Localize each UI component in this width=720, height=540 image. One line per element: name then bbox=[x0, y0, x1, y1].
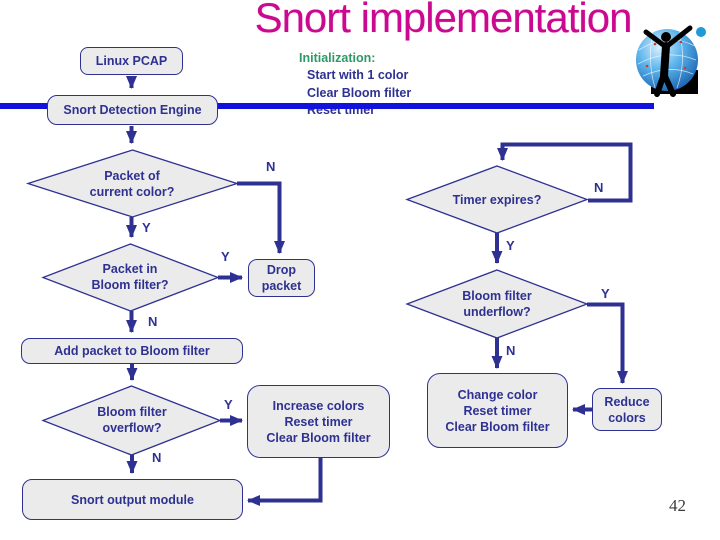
branch-label-y: Y bbox=[221, 249, 230, 264]
decision-bloom-overflow bbox=[41, 385, 222, 456]
node-label: colors bbox=[608, 410, 646, 425]
node-increase-colors: Increase colors Reset timer Clear Bloom … bbox=[247, 385, 390, 458]
node-reduce-colors: Reduce colors bbox=[592, 388, 662, 431]
globe-logo bbox=[636, 25, 706, 97]
branch-label-n: N bbox=[148, 314, 158, 329]
branch-label-n: N bbox=[266, 159, 276, 174]
decision-label-bloom-overflow: Bloom filter overflow? bbox=[52, 396, 212, 444]
decision-line: Timer expires? bbox=[452, 192, 542, 207]
branch-label-n: N bbox=[152, 450, 162, 465]
decision-packet-in-bloom bbox=[41, 243, 220, 312]
decision-label-packet-in-bloom: Packet in Bloom filter? bbox=[50, 253, 210, 301]
init-heading: Initialization: bbox=[299, 51, 376, 65]
branch-label-n: N bbox=[594, 180, 604, 195]
node-label: Clear Bloom filter bbox=[445, 419, 550, 434]
decision-line: Bloom filter bbox=[97, 404, 167, 419]
arrow-increase-to-output bbox=[247, 458, 323, 506]
decision-line: Packet of bbox=[104, 168, 160, 183]
page-number: 42 bbox=[669, 496, 686, 515]
decision-line: Packet in bbox=[102, 261, 158, 276]
node-linux-pcap: Linux PCAP bbox=[80, 47, 183, 75]
arrow-colorcheck-n-to-drop bbox=[237, 181, 285, 254]
decision-line: Bloom filter bbox=[462, 288, 532, 303]
decision-line: overflow? bbox=[102, 421, 162, 435]
node-change-color: Change color Reset timer Clear Bloom fil… bbox=[427, 373, 568, 448]
node-label: Change color bbox=[457, 387, 538, 402]
node-snort-detection-engine: Snort Detection Engine bbox=[47, 95, 218, 125]
init-line: Clear Bloom filter bbox=[307, 85, 412, 100]
accent-rule bbox=[0, 103, 654, 109]
decision-line: Bloom filter? bbox=[91, 278, 169, 292]
figure-silhouette bbox=[643, 25, 693, 97]
branch-label-y: Y bbox=[224, 397, 233, 412]
decision-label-timer-expires: Timer expires? bbox=[417, 188, 577, 212]
decision-label-bloom-underflow: Bloom filter underflow? bbox=[417, 280, 577, 328]
branch-label-y: Y bbox=[142, 220, 151, 235]
branch-label-n: N bbox=[506, 343, 516, 358]
slide-title: Snort implementation bbox=[254, 0, 633, 41]
node-label: Add packet to Bloom filter bbox=[54, 344, 210, 358]
decision-line: current color? bbox=[89, 185, 175, 199]
node-drop-packet: Drop packet bbox=[248, 259, 315, 297]
decision-label-packet-current-color: Packet of current color? bbox=[52, 160, 212, 208]
branch-label-y: Y bbox=[601, 286, 610, 301]
node-add-packet-to-bloom: Add packet to Bloom filter bbox=[21, 338, 243, 364]
branch-label-y: Y bbox=[506, 238, 515, 253]
decision-timer-expires bbox=[405, 165, 589, 234]
logo-satellite-dot bbox=[696, 27, 706, 37]
node-label: Reset timer bbox=[284, 414, 353, 429]
decision-bloom-underflow bbox=[405, 269, 589, 339]
arrow-timer-n-loop bbox=[497, 142, 633, 203]
arrow-underflow-y-to-reduce bbox=[587, 302, 628, 384]
node-label: Snort Detection Engine bbox=[63, 103, 202, 117]
node-label: packet bbox=[261, 279, 302, 293]
globe-network-dots bbox=[645, 40, 687, 70]
node-snort-output-module: Snort output module bbox=[22, 479, 243, 520]
node-label: Snort output module bbox=[71, 492, 194, 507]
node-label: Reset timer bbox=[463, 403, 532, 418]
node-label: Linux PCAP bbox=[95, 54, 168, 68]
node-label: Reduce bbox=[604, 394, 650, 409]
decision-packet-current-color bbox=[25, 149, 240, 218]
node-label: Drop bbox=[266, 263, 297, 277]
decision-line: underflow? bbox=[463, 305, 531, 319]
node-label: Clear Bloom filter bbox=[266, 430, 371, 445]
node-label: Increase colors bbox=[272, 398, 365, 413]
init-line: Start with 1 color bbox=[307, 68, 409, 83]
